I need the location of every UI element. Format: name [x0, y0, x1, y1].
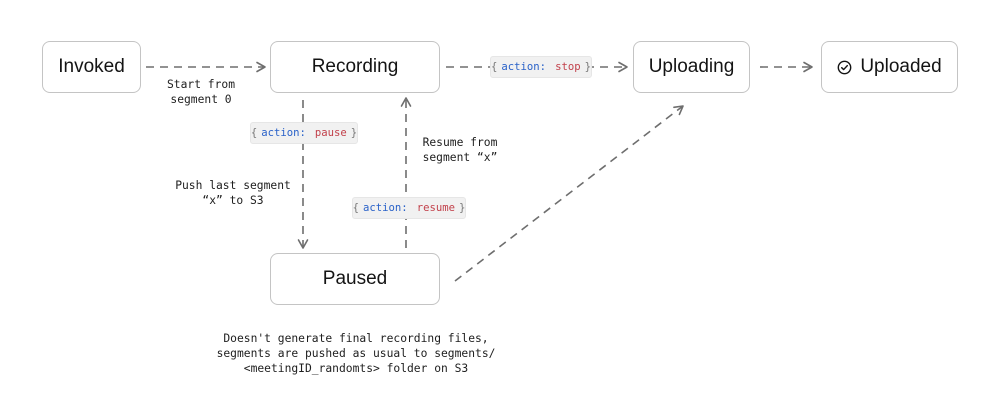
recording-label: Recording: [311, 56, 399, 77]
paused-note: Doesn't generate final recording files, …: [216, 332, 496, 375]
action-stop-tag: { action: stop }: [490, 56, 592, 78]
tag-close-brace: }: [350, 127, 358, 139]
tag-open-brace: {: [491, 61, 498, 73]
tag-open-brace: {: [352, 202, 360, 214]
tag-key: action:: [501, 61, 547, 73]
tag-close-brace: }: [458, 202, 466, 214]
uploading-state: Uploading: [633, 41, 750, 93]
uploaded-label: Uploaded: [860, 56, 942, 77]
invoked-state: Invoked: [42, 41, 141, 93]
push-last-segment-label: Push last segment “x” to S3: [175, 179, 291, 207]
recording-state: Recording: [270, 41, 440, 93]
tag-value: stop: [555, 61, 581, 73]
tag-close-brace: }: [584, 61, 591, 73]
resume-from-label: Resume from segment “x”: [422, 136, 498, 164]
invoked-label: Invoked: [58, 56, 125, 77]
tag-value: resume: [416, 202, 455, 214]
arrow-paused-to-uploading: [454, 105, 684, 282]
action-resume-tag: { action: resume }: [352, 197, 466, 219]
start-from-label: Start from segment 0: [166, 78, 235, 106]
check-circle-icon: [837, 60, 852, 75]
action-pause-tag: { action: pause }: [250, 122, 358, 144]
tag-open-brace: {: [250, 127, 258, 139]
uploading-label: Uploading: [648, 56, 735, 77]
paused-state: Paused: [270, 253, 440, 305]
tag-key: action:: [363, 202, 408, 214]
tag-value: pause: [314, 127, 347, 139]
uploaded-state: Uploaded: [821, 41, 958, 93]
tag-key: action:: [261, 127, 306, 139]
paused-label: Paused: [322, 268, 388, 289]
